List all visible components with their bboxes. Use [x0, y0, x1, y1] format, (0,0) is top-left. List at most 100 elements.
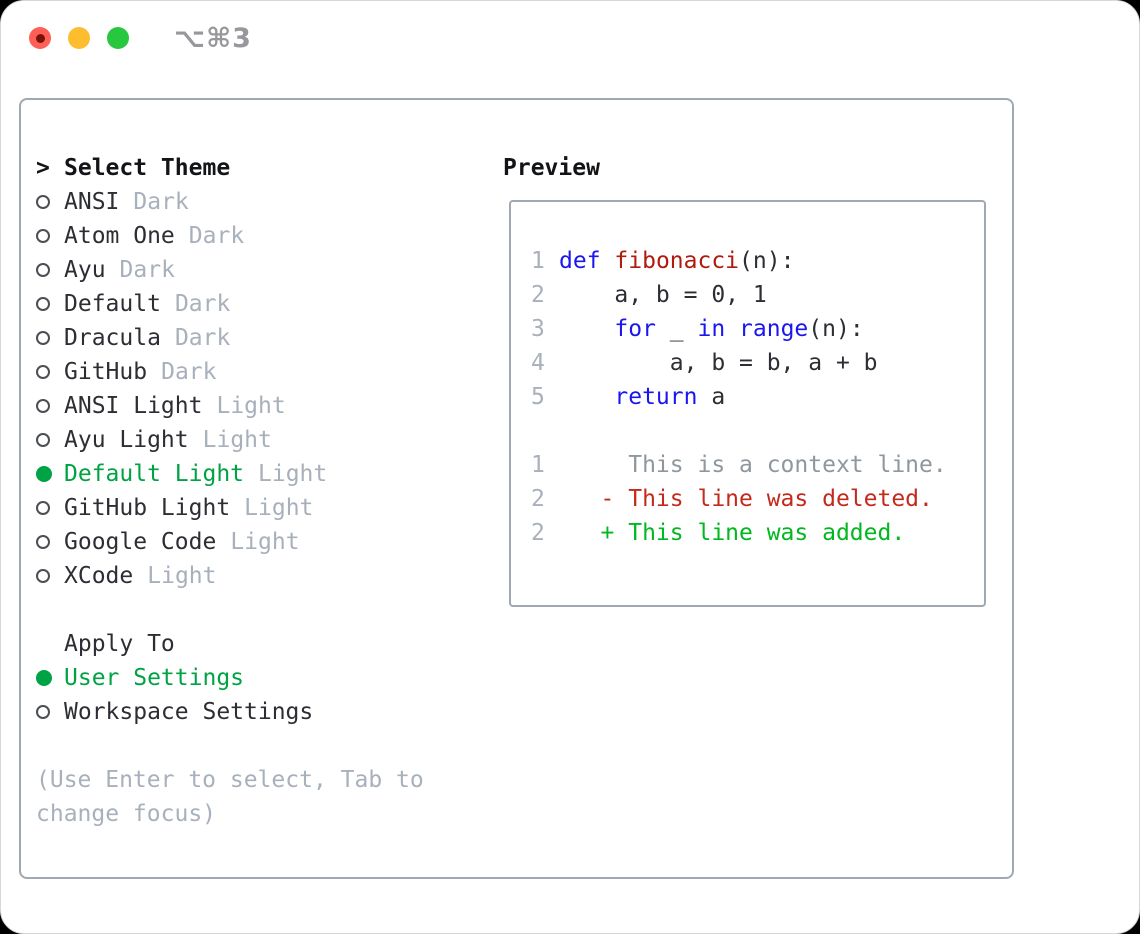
theme-option-label: Atom One: [64, 223, 175, 249]
theme-option[interactable]: Default Light Light: [36, 457, 448, 491]
preview-line: 2 a, b = 0, 1: [531, 278, 966, 312]
code-segment-pl: a: [697, 384, 726, 410]
line-number: 2: [531, 520, 545, 546]
theme-option[interactable]: ANSI Dark: [36, 185, 448, 219]
theme-variant-label: Dark: [133, 189, 189, 215]
radio-unselected-icon: [36, 229, 50, 243]
theme-option-label: ANSI Light: [64, 393, 203, 419]
code-segment-pl: [559, 384, 614, 410]
radio-unselected-icon: [36, 501, 50, 515]
code-segment-pl: [601, 248, 615, 274]
code-segment-pl: (n):: [739, 248, 795, 274]
code-segment-pl: [725, 316, 739, 342]
preview-line: 2 + This line was added.: [531, 516, 966, 550]
code-segment-del: - This line was deleted.: [559, 486, 933, 512]
line-number: 1: [531, 248, 545, 274]
theme-variant-label: Dark: [174, 325, 231, 351]
code-segment-kw: in: [697, 316, 726, 342]
code-segment-pl: a, b = b, a + b: [559, 350, 878, 376]
radio-selected-icon: [36, 670, 52, 686]
code-segment-add: + This line was added.: [559, 520, 906, 546]
cursor-caret-icon: >: [36, 155, 50, 181]
radio-unselected-icon: [36, 535, 50, 549]
line-number: 2: [531, 486, 545, 512]
line-number: 1: [531, 452, 545, 478]
line-number: 3: [531, 316, 545, 342]
theme-option[interactable]: Atom One Dark: [36, 219, 448, 253]
radio-unselected-icon: [36, 365, 50, 379]
code-segment-pl: _: [655, 316, 698, 342]
radio-unselected-icon: [36, 331, 50, 345]
apply-option[interactable]: Workspace Settings: [36, 695, 448, 729]
apply-option-label: User Settings: [64, 665, 245, 691]
radio-unselected-icon: [36, 263, 50, 277]
theme-option[interactable]: Default Dark: [36, 287, 448, 321]
radio-unselected-icon: [36, 399, 50, 413]
theme-variant-label: Light: [147, 563, 217, 589]
spacer: [36, 593, 448, 627]
minimize-button-icon[interactable]: [68, 27, 90, 49]
preview-line: 4 a, b = b, a + b: [531, 346, 966, 380]
preview-line: [531, 414, 966, 448]
apply-option-label: Workspace Settings: [64, 699, 314, 725]
line-number: 4: [531, 350, 545, 376]
title-bar: ⌥⌘3: [1, 1, 1139, 75]
zoom-button-icon[interactable]: [107, 27, 129, 49]
theme-option[interactable]: GitHub Dark: [36, 355, 448, 389]
apply-to-header: Apply To: [36, 627, 448, 661]
code-segment-kw: for: [614, 316, 656, 342]
preview-line: 2 - This line was deleted.: [531, 482, 966, 516]
code-segment-pl: a, b = 0, 1: [559, 282, 767, 308]
theme-option-label: GitHub: [64, 359, 148, 385]
theme-option-label: Default: [64, 291, 161, 317]
theme-variant-label: Light: [258, 461, 328, 487]
theme-variant-label: Dark: [188, 223, 245, 249]
radio-selected-icon: [36, 466, 52, 482]
radio-unselected-icon: [36, 297, 50, 311]
line-number: 2: [531, 282, 545, 308]
radio-unselected-icon: [36, 705, 50, 719]
theme-option-label: Default Light: [64, 461, 245, 487]
theme-option[interactable]: Dracula Dark: [36, 321, 448, 355]
theme-variant-label: Light: [216, 393, 286, 419]
preview-line: 5 return a: [531, 380, 966, 414]
usage-hint: (Use Enter to select, Tab to change focu…: [36, 767, 424, 827]
theme-option[interactable]: Ayu Light Light: [36, 423, 448, 457]
close-button-icon[interactable]: [29, 27, 51, 49]
radio-unselected-icon: [36, 569, 50, 583]
code-segment-pl: [559, 316, 614, 342]
theme-option[interactable]: XCode Light: [36, 559, 448, 593]
theme-variant-label: Dark: [174, 291, 231, 317]
apply-option[interactable]: User Settings: [36, 661, 448, 695]
preview-line: 1 This is a context line.: [531, 448, 966, 482]
theme-option-label: Ayu: [64, 257, 106, 283]
theme-variant-label: Dark: [119, 257, 175, 283]
theme-option-label: Ayu Light: [64, 427, 189, 453]
window-title: ⌥⌘3: [174, 22, 252, 54]
unsaved-dot-icon: [35, 33, 45, 43]
theme-option-label: Google Code: [64, 529, 217, 555]
theme-option-label: Dracula: [64, 325, 161, 351]
code-segment-kw: return: [614, 384, 698, 410]
code-segment-kw: range: [739, 316, 809, 342]
radio-unselected-icon: [36, 195, 50, 209]
code-segment-kw: def: [559, 248, 601, 274]
theme-option-label: ANSI: [64, 189, 120, 215]
radio-unselected-icon: [36, 433, 50, 447]
theme-option[interactable]: Ayu Dark: [36, 253, 448, 287]
theme-variant-label: Dark: [161, 359, 217, 385]
theme-option-label: GitHub Light: [64, 495, 231, 521]
theme-option[interactable]: ANSI Light Light: [36, 389, 448, 423]
code-segment-ctx: This is a context line.: [559, 452, 947, 478]
theme-option-label: XCode: [64, 563, 134, 589]
preview-line: 3 for _ in range(n):: [531, 312, 966, 346]
theme-variant-label: Light: [202, 427, 272, 453]
